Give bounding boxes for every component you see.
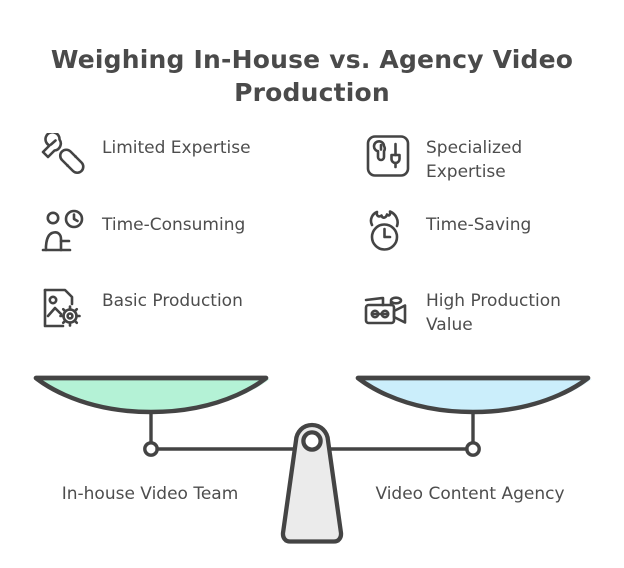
video-camera-icon xyxy=(362,283,414,335)
feature-item-time-saving: Time-Saving xyxy=(362,207,612,263)
feature-item-high-production-value: High Production Value xyxy=(362,283,612,339)
feature-label: Time-Consuming xyxy=(102,215,246,235)
image-file-gear-icon xyxy=(38,283,90,335)
left-pan-label: In-house Video Team xyxy=(61,484,239,504)
right-scale-pan xyxy=(355,375,591,415)
page-title: Weighing In-House vs. Agency Video Produ… xyxy=(50,45,574,107)
feature-label: High Production Value xyxy=(426,291,561,336)
feature-item-limited-expertise: Limited Expertise xyxy=(38,130,288,186)
right-pan-label: Video Content Agency xyxy=(375,484,565,504)
feature-label: Limited Expertise xyxy=(102,138,251,158)
feature-label: Basic Production xyxy=(102,291,243,311)
feature-label: Specialized Expertise xyxy=(426,138,523,183)
left-scale-pan xyxy=(33,375,269,415)
wrench-screwdriver-icon xyxy=(38,130,90,182)
right-feature-column: Specialized Expertise Time-Saving xyxy=(362,130,612,339)
feature-label: Time-Saving xyxy=(426,215,532,235)
toolbox-tools-icon xyxy=(362,130,414,182)
feature-item-specialized-expertise: Specialized Expertise xyxy=(362,130,612,186)
person-desk-clock-icon xyxy=(38,207,90,259)
feature-item-basic-production: Basic Production xyxy=(38,283,288,339)
balance-scale-graphic xyxy=(0,365,624,568)
left-feature-column: Limited Expertise Time-Consuming xyxy=(38,130,288,339)
clock-flame-icon xyxy=(362,207,414,259)
fulcrum xyxy=(280,422,344,544)
feature-item-time-consuming: Time-Consuming xyxy=(38,207,288,263)
